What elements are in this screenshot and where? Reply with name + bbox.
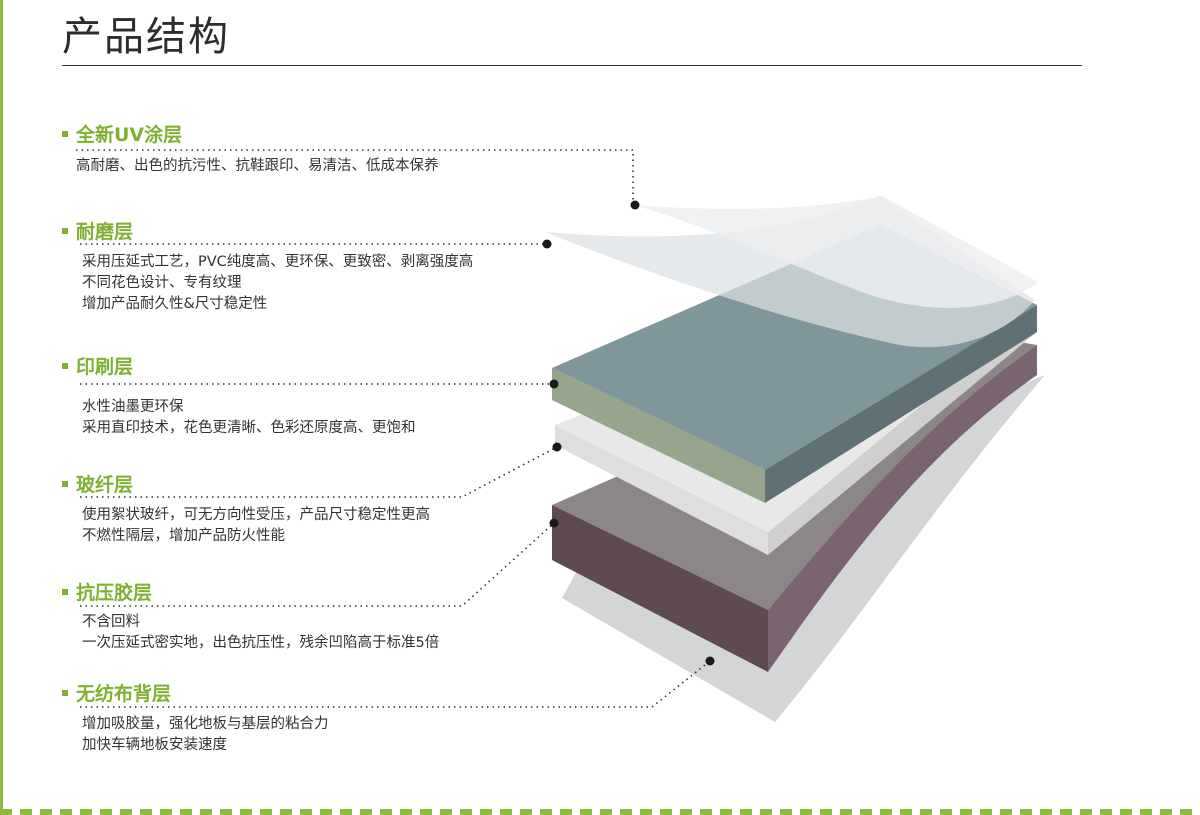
leader-dot-uv bbox=[630, 200, 640, 210]
leader-line-uv bbox=[76, 149, 634, 205]
layer-desc-adhesive: 不含回料 一次压延式密实地，出色抗压性，残余凹陷高于标准5倍 bbox=[82, 612, 439, 654]
desc-line: 加快车辆地板安装速度 bbox=[82, 737, 227, 753]
bullet-icon bbox=[62, 130, 68, 137]
bullet-icon bbox=[62, 689, 68, 696]
desc-line: 不同花色设计、专有纹理 bbox=[82, 275, 242, 291]
layer-desc-backing: 增加吸胶量，强化地板与基层的粘合力 加快车辆地板安装速度 bbox=[82, 714, 329, 756]
desc-line: 一次压延式密实地，出色抗压性，残余凹陷高于标准5倍 bbox=[82, 635, 440, 651]
bottom-dashed-border bbox=[0, 809, 1200, 815]
leader-dots bbox=[542, 200, 715, 666]
desc-line: 采用压延式工艺，PVC纯度高、更环保、更致密、剥离强度高 bbox=[82, 254, 474, 270]
fiberglass-layer-front bbox=[555, 425, 768, 555]
leader-lines bbox=[76, 149, 711, 708]
desc-line: 水性油墨更环保 bbox=[82, 399, 184, 415]
layer-title-fiber: 玻纤层 bbox=[62, 470, 133, 497]
layer-title-backing: 无纺布背层 bbox=[62, 679, 171, 706]
layer-title-adhesive: 抗压胶层 bbox=[62, 578, 152, 605]
layer-desc-uv: 高耐磨、出色的抗污性、抗鞋跟印、易清洁、低成本保养 bbox=[76, 156, 439, 177]
desc-line: 使用絮状玻纤，可无方向性受压，产品尺寸稳定性更高 bbox=[82, 507, 430, 523]
leader-dot-wear bbox=[542, 239, 552, 249]
page-title: 产品结构 bbox=[62, 14, 230, 60]
left-accent-rule bbox=[0, 0, 3, 815]
print-layer-side bbox=[765, 305, 1037, 503]
leader-dot-backing bbox=[705, 656, 715, 666]
leader-line-fiber bbox=[80, 446, 558, 498]
leader-dot-print bbox=[549, 379, 559, 389]
desc-line: 增加吸胶量，强化地板与基层的粘合力 bbox=[82, 716, 329, 732]
layer-desc-print: 水性油墨更环保 采用直印技术，花色更清晰、色彩还原度高、更饱和 bbox=[82, 397, 416, 439]
bullet-icon bbox=[62, 480, 68, 487]
adhesive-layer-front bbox=[552, 505, 768, 672]
leader-dot-fiber bbox=[552, 442, 562, 452]
layer-desc-wear: 采用压延式工艺，PVC纯度高、更环保、更致密、剥离强度高 不同花色设计、专有纹理… bbox=[82, 252, 473, 315]
layer-title-wear: 耐磨层 bbox=[62, 217, 133, 244]
leader-line-adhesive bbox=[80, 522, 555, 607]
desc-line: 增加产品耐久性&尺寸稳定性 bbox=[82, 296, 268, 312]
print-layer-front bbox=[552, 368, 765, 503]
desc-line: 高耐磨、出色的抗污性、抗鞋跟印、易清洁、低成本保养 bbox=[76, 158, 439, 174]
bullet-icon bbox=[62, 227, 68, 234]
adhesive-layer-side bbox=[768, 345, 1037, 672]
layer-desc-fiber: 使用絮状玻纤，可无方向性受压，产品尺寸稳定性更高 不燃性隔层，增加产品防火性能 bbox=[82, 505, 430, 547]
bullet-icon bbox=[62, 588, 68, 595]
title-underline bbox=[62, 65, 1082, 66]
desc-line: 采用直印技术，花色更清晰、色彩还原度高、更饱和 bbox=[82, 420, 416, 436]
uv-coating-shape bbox=[634, 196, 1038, 308]
desc-line: 不含回料 bbox=[82, 614, 140, 630]
desc-line: 不燃性隔层，增加产品防火性能 bbox=[82, 528, 285, 544]
layer-title-uv: 全新UV涂层 bbox=[62, 120, 182, 147]
layer-title-print: 印刷层 bbox=[62, 352, 133, 379]
leader-dot-adhesive bbox=[549, 518, 559, 528]
leader-line-backing bbox=[80, 660, 711, 708]
bullet-icon bbox=[62, 362, 68, 369]
